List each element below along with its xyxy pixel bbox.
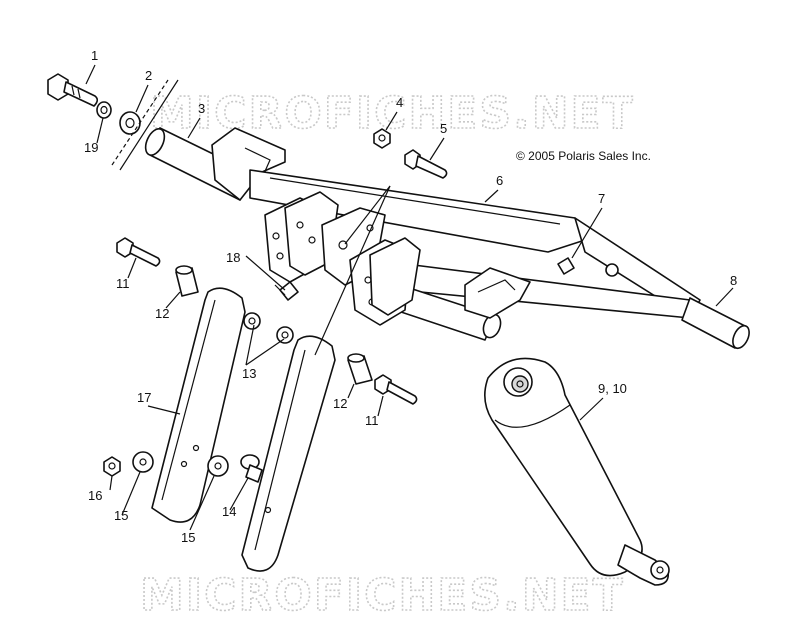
callout-19: 19	[84, 140, 98, 155]
shock-absorber-part-9-10	[484, 357, 670, 586]
rear-shaft-part-8	[681, 297, 750, 350]
callout-3: 3	[198, 101, 205, 116]
rail-frame-part-6	[249, 169, 701, 319]
leader-lines	[85, 64, 734, 531]
pin-part-14	[240, 454, 263, 483]
callout-5: 5	[440, 121, 447, 136]
washer-part-15a	[132, 451, 154, 473]
callout-1: 1	[91, 48, 98, 63]
fitting-part-18	[274, 281, 299, 301]
nut-part-13b	[276, 326, 294, 344]
washer-part-19	[96, 101, 112, 119]
callout-15-right: 15	[181, 530, 195, 545]
callout-8: 8	[730, 273, 737, 288]
callout-17: 17	[137, 390, 151, 405]
callout-7: 7	[598, 191, 605, 206]
callout-12-right: 12	[333, 396, 347, 411]
watermark-bottom: MICROFICHES.NET	[140, 570, 625, 621]
copyright-text: © 2005 Polaris Sales Inc.	[516, 149, 651, 163]
bushing-part-12-left	[175, 265, 199, 297]
bolt-part-11-left	[116, 237, 161, 267]
callout-13: 13	[242, 366, 256, 381]
callout-14: 14	[222, 504, 236, 519]
bolt-part-1	[47, 73, 99, 107]
lower-shaft-bracket	[464, 267, 531, 319]
callout-15-left: 15	[114, 508, 128, 523]
mounting-plate-right-inner	[369, 237, 421, 316]
callout-12-left: 12	[155, 306, 169, 321]
callout-4: 4	[396, 95, 403, 110]
bolt-part-5	[404, 149, 448, 179]
fitting-part-7	[557, 257, 619, 277]
callout-6: 6	[496, 173, 503, 188]
callout-11-left: 11	[116, 276, 130, 291]
nut-part-13a	[243, 312, 261, 330]
link-arm-part-17	[151, 287, 246, 523]
nut-part-4	[373, 128, 391, 149]
nut-part-16	[103, 456, 121, 477]
callout-18: 18	[226, 250, 240, 265]
callout-16: 16	[88, 488, 102, 503]
bolt-part-11-right	[374, 374, 418, 405]
link-arm-right	[241, 335, 336, 572]
washer-part-15b	[207, 455, 229, 477]
watermark-top: MICROFICHES.NET	[150, 88, 635, 139]
callout-11-right: 11	[365, 413, 379, 428]
callout-2: 2	[145, 68, 152, 83]
bushing-part-12-right	[347, 353, 373, 385]
callout-9-10: 9, 10	[598, 381, 627, 396]
washer-part-2	[119, 111, 141, 135]
